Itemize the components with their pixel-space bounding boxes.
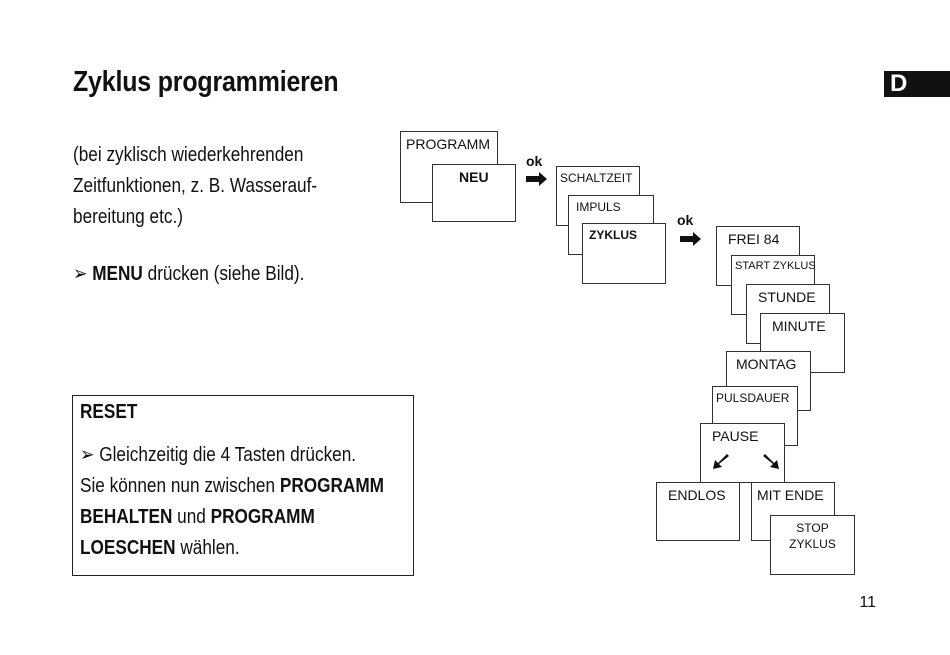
reset-heading: RESET — [80, 401, 138, 423]
intro-line: bereitung etc.) — [73, 206, 183, 228]
language-tab: D — [884, 70, 950, 97]
ok-label: ok — [677, 212, 694, 228]
display-zyklus: ZYKLUS — [582, 223, 666, 284]
display-label: MINUTE — [772, 318, 826, 334]
display-label: IMPULS — [576, 200, 621, 214]
arrow-bullet-icon: ➢ — [73, 263, 88, 285]
intro-line: (bei zyklisch wiederkehrenden — [73, 144, 304, 166]
intro-text: (bei zyklisch wiederkehrenden Zeitfunkti… — [73, 140, 331, 233]
reset-text: Sie können nun zwischen — [80, 475, 280, 497]
reset-bold: PROGRAMM — [279, 475, 384, 497]
page-title: Zyklus programmieren — [73, 66, 339, 98]
display-label: FREI 84 — [728, 231, 780, 247]
reset-text: und — [172, 506, 211, 528]
display-pause: PAUSE — [700, 423, 785, 483]
display-label: STOP — [796, 521, 829, 535]
reset-line: Sie können nun zwischen PROGRAMM — [80, 471, 384, 502]
display-label: ZYKLUS — [789, 537, 836, 551]
instruction-step: ➢ MENU drücken (siehe Bild). — [73, 261, 304, 286]
arrow-down-left-icon — [713, 454, 729, 469]
display-label: START ZYKLUS — [735, 260, 816, 272]
display-label: STUNDE — [758, 289, 816, 305]
reset-bold: LOESCHEN — [80, 537, 176, 559]
arrow-right-icon — [680, 232, 701, 246]
display-label: PULSDAUER — [716, 391, 790, 405]
display-label: ZYKLUS — [589, 228, 637, 242]
reset-text: wählen. — [175, 537, 240, 559]
display-endlos: ENDLOS — [656, 482, 740, 541]
reset-box: RESET ➢ Gleichzeitig die 4 Tasten drücke… — [72, 395, 414, 576]
reset-line: BEHALTEN und PROGRAMM — [80, 502, 384, 533]
display-label: MIT ENDE — [757, 487, 824, 503]
display-label: PROGRAMM — [406, 136, 490, 152]
arrow-bullet-icon: ➢ — [80, 444, 95, 466]
arrow-right-icon — [526, 172, 547, 186]
display-label: SCHALTZEIT — [560, 171, 633, 185]
display-label: NEU — [459, 169, 489, 185]
display-label: ENDLOS — [668, 487, 726, 503]
reset-bold: PROGRAMM — [210, 506, 315, 528]
language-tab-label: D — [890, 70, 908, 97]
display-label: MONTAG — [736, 356, 797, 372]
reset-line: LOESCHEN wählen. — [80, 533, 384, 564]
reset-instruction-text: Gleichzeitig die 4 Tasten drücken. — [99, 444, 357, 466]
display-stop-zyklus: STOP ZYKLUS — [770, 515, 855, 575]
intro-line: Zeitfunktionen, z. B. Wasserauf- — [73, 175, 318, 197]
arrow-down-right-icon — [763, 454, 779, 469]
display-label: PAUSE — [712, 428, 759, 444]
reset-bold: BEHALTEN — [80, 506, 173, 528]
display-neu: NEU — [432, 164, 516, 222]
reset-instruction: ➢ Gleichzeitig die 4 Tasten drücken. — [80, 440, 384, 471]
menu-key-label: MENU — [92, 263, 143, 285]
ok-label: ok — [526, 153, 543, 169]
step-text: drücken (siehe Bild). — [142, 263, 305, 285]
page-number: 11 — [859, 594, 876, 611]
